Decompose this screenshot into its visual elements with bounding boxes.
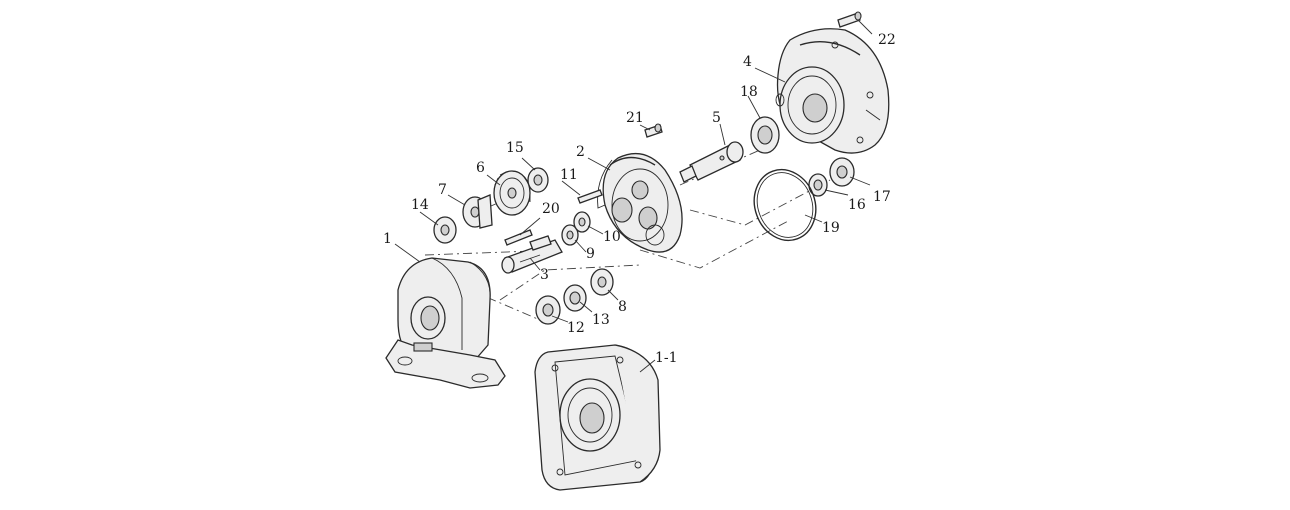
label-21: 21 <box>626 110 644 126</box>
label-15: 15 <box>506 140 524 156</box>
label-2: 2 <box>576 144 585 160</box>
part-4-cover <box>775 28 890 154</box>
label-22: 22 <box>878 32 896 48</box>
label-3: 3 <box>540 267 549 283</box>
screws <box>644 11 862 138</box>
label-4: 4 <box>743 54 752 70</box>
label-14: 14 <box>411 197 429 213</box>
part-2-plate <box>597 152 683 253</box>
label-13: 13 <box>592 312 610 328</box>
label-6: 6 <box>476 160 485 176</box>
label-1-1: 1-1 <box>655 350 678 366</box>
part-19-oring <box>753 168 817 242</box>
bearings <box>433 116 855 325</box>
label-10: 10 <box>603 229 621 245</box>
label-20: 20 <box>542 201 560 217</box>
label-11: 11 <box>560 167 578 183</box>
part-6-gear <box>493 170 531 216</box>
label-16: 16 <box>848 197 866 213</box>
part-labels: 1 1-1 2 3 4 5 6 7 8 9 10 11 12 13 14 15 … <box>383 32 896 366</box>
leader-lines <box>394 19 873 373</box>
part-1-1-flange <box>534 344 661 491</box>
label-12: 12 <box>567 320 585 336</box>
part-1-housing <box>385 257 506 389</box>
label-1: 1 <box>383 231 392 247</box>
label-19: 19 <box>822 220 840 236</box>
part-11-pin <box>577 189 603 204</box>
label-5: 5 <box>712 110 721 126</box>
label-7: 7 <box>438 182 447 198</box>
part-3-shaft <box>501 235 563 274</box>
part-5-input-shaft <box>679 141 744 183</box>
part-8-gear <box>590 268 614 296</box>
label-9: 9 <box>586 246 595 262</box>
label-17: 17 <box>873 189 891 205</box>
label-18: 18 <box>740 84 758 100</box>
part-20-key <box>504 229 533 246</box>
label-8: 8 <box>618 299 627 315</box>
part-7-gear <box>462 194 493 229</box>
